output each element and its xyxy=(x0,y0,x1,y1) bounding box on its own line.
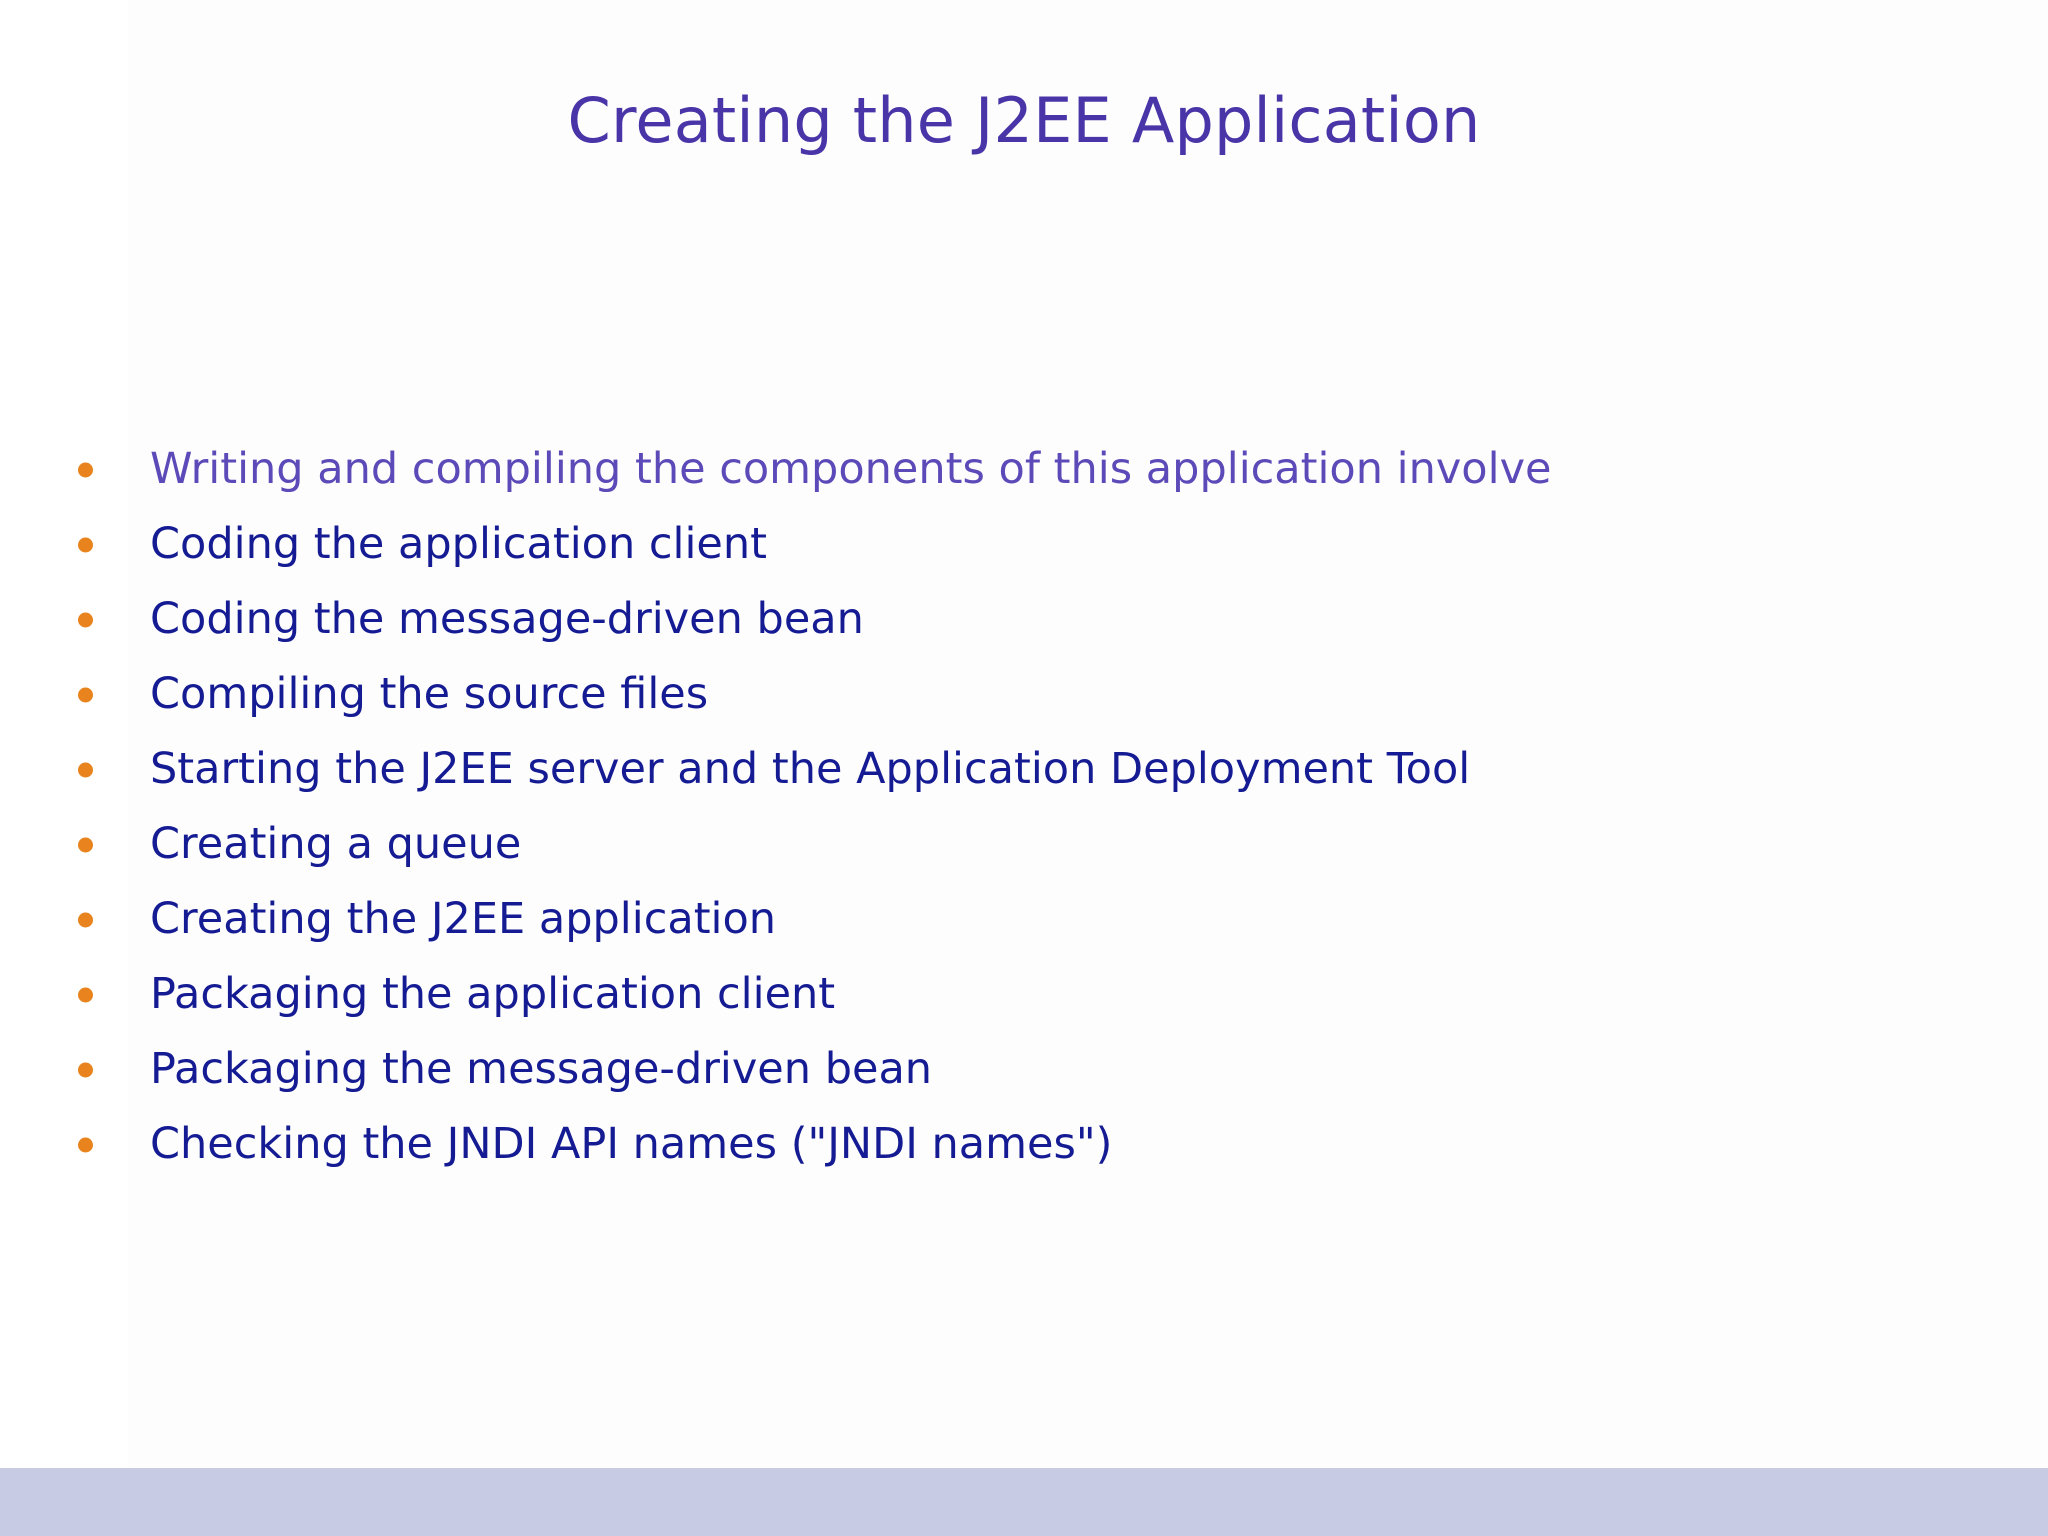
bullet-dot-icon xyxy=(78,1137,93,1152)
list-item-label: Checking the JNDI API names ("JNDI names… xyxy=(150,1118,1113,1169)
list-item: Writing and compiling the components of … xyxy=(0,432,2048,507)
bullet-dot-icon xyxy=(78,462,93,477)
list-item-label: Compiling the source files xyxy=(150,668,709,719)
bullet-dot-icon xyxy=(78,687,93,702)
bullet-dot-icon xyxy=(78,762,93,777)
list-item: Coding the message-driven bean xyxy=(0,582,2048,657)
page-title: Creating the J2EE Application xyxy=(567,84,1481,157)
list-item: Checking the JNDI API names ("JNDI names… xyxy=(0,1107,2048,1182)
bullet-dot-icon xyxy=(78,837,93,852)
list-item: Creating a queue xyxy=(0,807,2048,882)
footer-bar xyxy=(0,1468,2048,1536)
list-item-label: Writing and compiling the components of … xyxy=(150,443,1552,494)
list-item-label: Packaging the application client xyxy=(150,968,836,1019)
list-item-label: Creating a queue xyxy=(150,818,522,869)
list-item: Packaging the application client xyxy=(0,957,2048,1032)
bullet-dot-icon xyxy=(78,612,93,627)
bullet-dot-icon xyxy=(78,537,93,552)
list-item: Creating the J2EE application xyxy=(0,882,2048,957)
list-item-label: Starting the J2EE server and the Applica… xyxy=(150,743,1471,794)
list-item-label: Packaging the message-driven bean xyxy=(150,1043,933,1094)
bullet-dot-icon xyxy=(78,912,93,927)
list-item-label: Creating the J2EE application xyxy=(150,893,777,944)
list-item-label: Coding the message-driven bean xyxy=(150,593,864,644)
bullet-dot-icon xyxy=(78,1062,93,1077)
list-item: Starting the J2EE server and the Applica… xyxy=(0,732,2048,807)
content-panel xyxy=(128,0,2048,1468)
bullet-list: Writing and compiling the components of … xyxy=(0,432,2048,1182)
bullet-dot-icon xyxy=(78,987,93,1002)
list-item-label: Coding the application client xyxy=(150,518,767,569)
list-item: Packaging the message-driven bean xyxy=(0,1032,2048,1107)
list-item: Compiling the source files xyxy=(0,657,2048,732)
list-item: Coding the application client xyxy=(0,507,2048,582)
